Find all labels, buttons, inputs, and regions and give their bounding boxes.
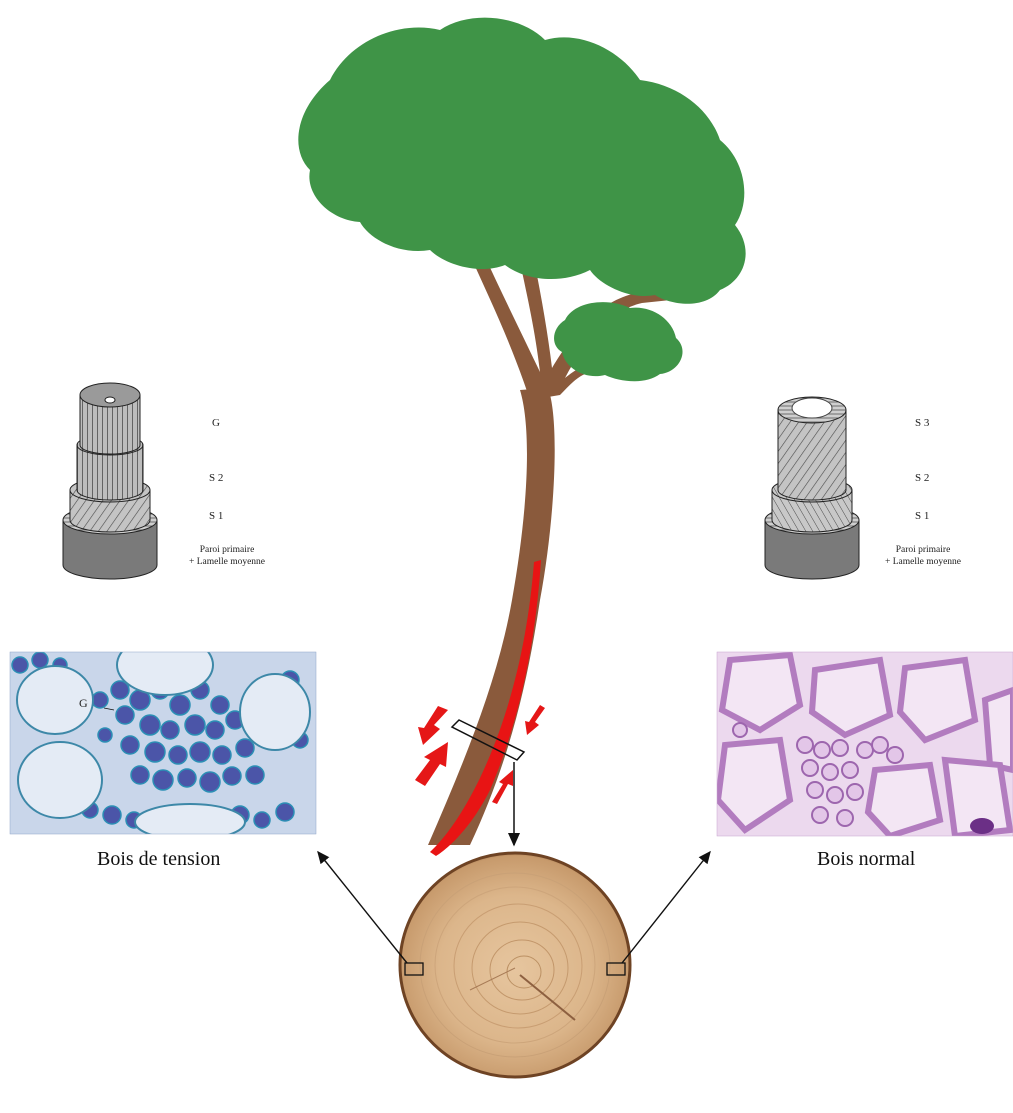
left-layer-label-s1: S 1 [209,510,223,522]
compression-arrow-upper-right [525,705,545,735]
right-layer-label-s1: S 1 [915,510,929,522]
tension-wood-micrograph [10,635,316,840]
right-layer-label-s3: S 3 [915,417,929,429]
left-layer-label-s2: S 2 [209,472,223,484]
normal-fiber-model [765,397,859,579]
wood-disc [400,853,630,1077]
compression-arrow-upper-left [418,706,448,745]
caption-normal-wood: Bois normal [817,848,915,871]
left-layer-label-g: G [212,417,220,429]
tension-arrow-lower-left [415,742,448,786]
right-layer-label-s2: S 2 [915,472,929,484]
caption-tension-wood: Bois de tension [97,848,220,871]
micrograph-g-marker: G [79,696,88,711]
normal-wood-micrograph [717,652,1013,836]
right-wall-label-line2: + Lamelle moyenne [868,556,978,568]
tension-fiber-model [63,383,157,579]
right-wall-label-line1: Paroi primaire [868,544,978,556]
arrow-to-tension-wood [318,852,407,963]
left-wall-label-line2: + Lamelle moyenne [172,556,282,568]
tree-illustration [298,18,745,856]
left-wall-label-line1: Paroi primaire [172,544,282,556]
tree-lower-crown [554,302,682,381]
arrow-to-normal-wood [622,852,710,963]
tree-crown [298,18,745,304]
